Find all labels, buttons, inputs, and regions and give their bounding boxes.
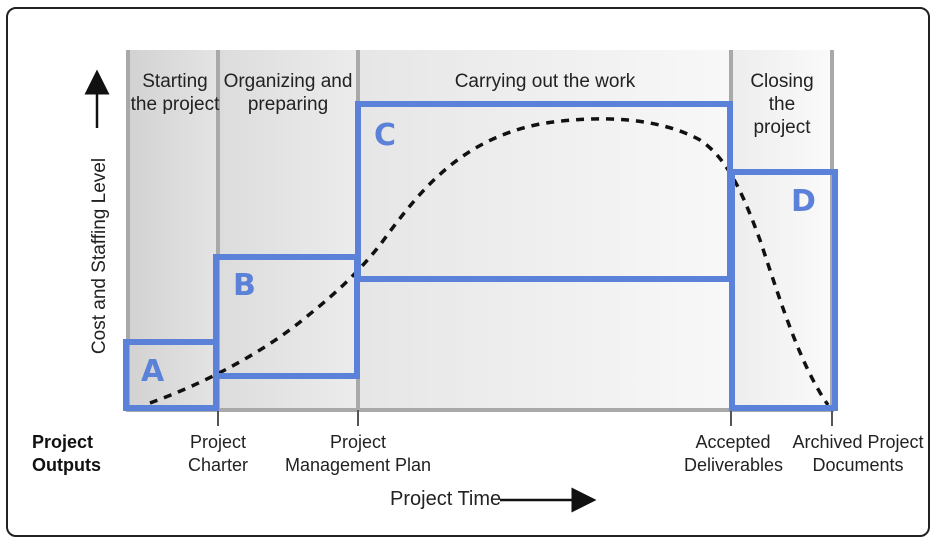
box-letter-c: C bbox=[374, 118, 397, 153]
output-charter: Project Charter bbox=[187, 432, 249, 475]
y-axis-label: Cost and Staffing Level bbox=[89, 157, 110, 355]
phase-label-work: Carrying out the work bbox=[454, 71, 636, 92]
phase-boxes bbox=[123, 101, 838, 411]
box-b bbox=[213, 254, 360, 379]
x-axis-label: Project Time bbox=[390, 488, 502, 510]
phase-label-organize: Organizing and preparing bbox=[223, 71, 353, 115]
output-ticks bbox=[217, 410, 833, 426]
phase-band-organize bbox=[218, 50, 358, 410]
outputs-title: Project Outputs bbox=[32, 432, 101, 475]
box-d bbox=[729, 169, 838, 411]
cost-staffing-curve bbox=[149, 117, 830, 407]
output-archived: Archived Project Documents bbox=[792, 432, 924, 475]
phase-band-close bbox=[731, 50, 832, 410]
phase-band-start bbox=[128, 50, 218, 410]
output-plan: Project Management Plan bbox=[284, 432, 432, 475]
phase-band-work bbox=[358, 50, 731, 410]
box-letter-a: A bbox=[141, 354, 165, 389]
output-deliverables: Accepted Deliverables bbox=[684, 432, 784, 475]
phase-label-close: Closing the project bbox=[750, 71, 814, 138]
box-letter-b: B bbox=[233, 268, 256, 303]
box-letter-d: D bbox=[791, 184, 816, 219]
phase-label-start: Starting the project bbox=[130, 71, 220, 115]
